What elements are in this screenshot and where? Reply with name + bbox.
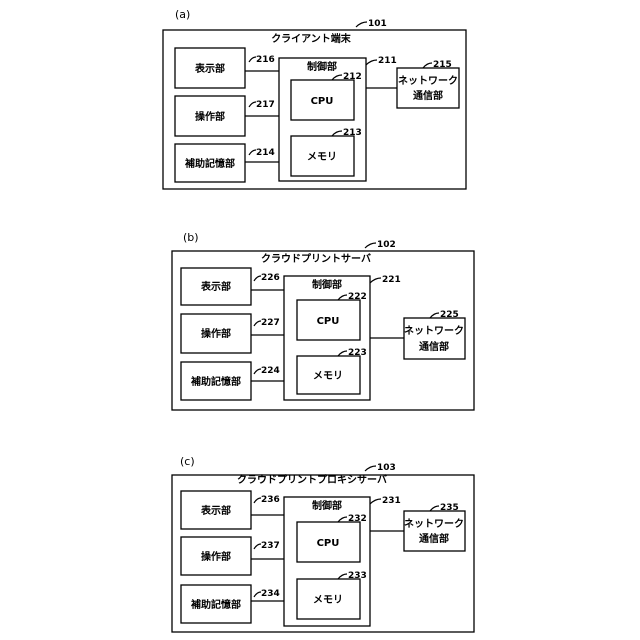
ref-outer: 102	[377, 240, 396, 250]
cpu-label: CPU	[317, 316, 340, 327]
ref-storage: 224	[261, 366, 280, 376]
storage-unit-label: 補助記憶部	[190, 598, 241, 611]
control-unit-label: 制御部	[312, 499, 342, 512]
panel-a: (a) クライアント端末 101 表示部 216 操作部 217 補助記憶部 2…	[163, 8, 466, 189]
network-unit-box	[404, 511, 465, 551]
memory-label: メモリ	[313, 370, 343, 382]
ref-storage: 234	[261, 589, 280, 599]
ref-control: 221	[382, 275, 401, 285]
panel-c: (c) クラウドプリントプロキシサーバ 103 表示部 236 操作部 237 …	[172, 455, 474, 632]
panel-b: (b) クラウドプリントサーバ 102 表示部 226 操作部 227 補助記憶…	[172, 231, 474, 410]
leader-line	[365, 243, 376, 248]
cpu-label: CPU	[317, 538, 340, 549]
operation-unit-label: 操作部	[201, 550, 231, 563]
ref-operation: 237	[261, 541, 280, 551]
network-unit-label-line2: 通信部	[419, 340, 449, 353]
memory-label: メモリ	[307, 151, 337, 163]
cpu-label: CPU	[311, 96, 334, 107]
ref-operation: 227	[261, 318, 280, 328]
display-unit-label: 表示部	[194, 62, 225, 75]
network-unit-label-line1: ネットワーク	[404, 518, 464, 530]
leader-line	[365, 466, 376, 471]
storage-unit-label: 補助記憶部	[184, 157, 235, 170]
control-unit-label: 制御部	[312, 278, 342, 291]
control-unit-label: 制御部	[307, 60, 337, 73]
operation-unit-label: 操作部	[195, 110, 225, 123]
network-unit-label-line1: ネットワーク	[404, 325, 464, 337]
ref-operation: 217	[256, 100, 275, 110]
ref-network: 215	[433, 60, 452, 70]
ref-memory: 223	[348, 348, 367, 358]
ref-display: 236	[261, 495, 280, 505]
operation-unit-label: 操作部	[201, 327, 231, 340]
ref-outer: 103	[377, 463, 396, 473]
network-unit-label-line2: 通信部	[413, 89, 443, 102]
panel-caption: (b)	[183, 231, 199, 244]
display-unit-label: 表示部	[200, 280, 231, 293]
ref-network: 225	[440, 310, 459, 320]
ref-display: 226	[261, 273, 280, 283]
network-unit-box	[397, 68, 459, 108]
leader-line	[356, 22, 367, 27]
network-unit-label-line1: ネットワーク	[398, 75, 458, 87]
ref-storage: 214	[256, 148, 275, 158]
ref-control: 211	[378, 56, 397, 66]
panel-caption: (c)	[180, 455, 195, 468]
memory-label: メモリ	[313, 594, 343, 606]
device-title: クラウドプリントサーバ	[261, 252, 371, 265]
ref-network: 235	[440, 503, 459, 513]
device-title: クラウドプリントプロキシサーバ	[237, 473, 387, 486]
storage-unit-label: 補助記憶部	[190, 375, 241, 388]
network-unit-label-line2: 通信部	[419, 532, 449, 545]
display-unit-label: 表示部	[200, 504, 231, 517]
device-title: クライアント端末	[271, 32, 352, 45]
ref-cpu: 212	[343, 72, 362, 82]
ref-display: 216	[256, 55, 275, 65]
ref-outer: 101	[368, 19, 387, 29]
ref-control: 231	[382, 496, 401, 506]
panel-caption: (a)	[175, 8, 190, 21]
ref-memory: 213	[343, 128, 362, 138]
ref-memory: 233	[348, 571, 367, 581]
ref-cpu: 222	[348, 292, 367, 302]
ref-cpu: 232	[348, 514, 367, 524]
